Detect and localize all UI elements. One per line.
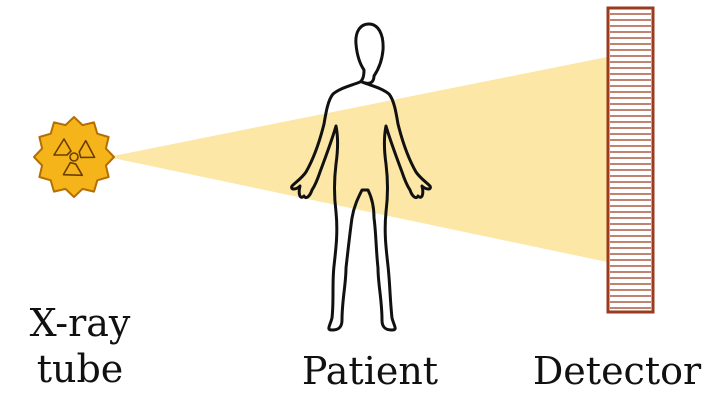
xray-beam: [108, 56, 612, 263]
xray-tube-label: X-ray tube: [10, 300, 150, 392]
xray-tube-label-line2: tube: [10, 346, 150, 392]
radiation-icon: [34, 117, 114, 197]
patient-label: Patient: [290, 348, 450, 394]
detector-label: Detector: [530, 348, 704, 394]
detector-grid-icon: [608, 8, 653, 312]
xray-tube-label-line1: X-ray: [10, 300, 150, 346]
